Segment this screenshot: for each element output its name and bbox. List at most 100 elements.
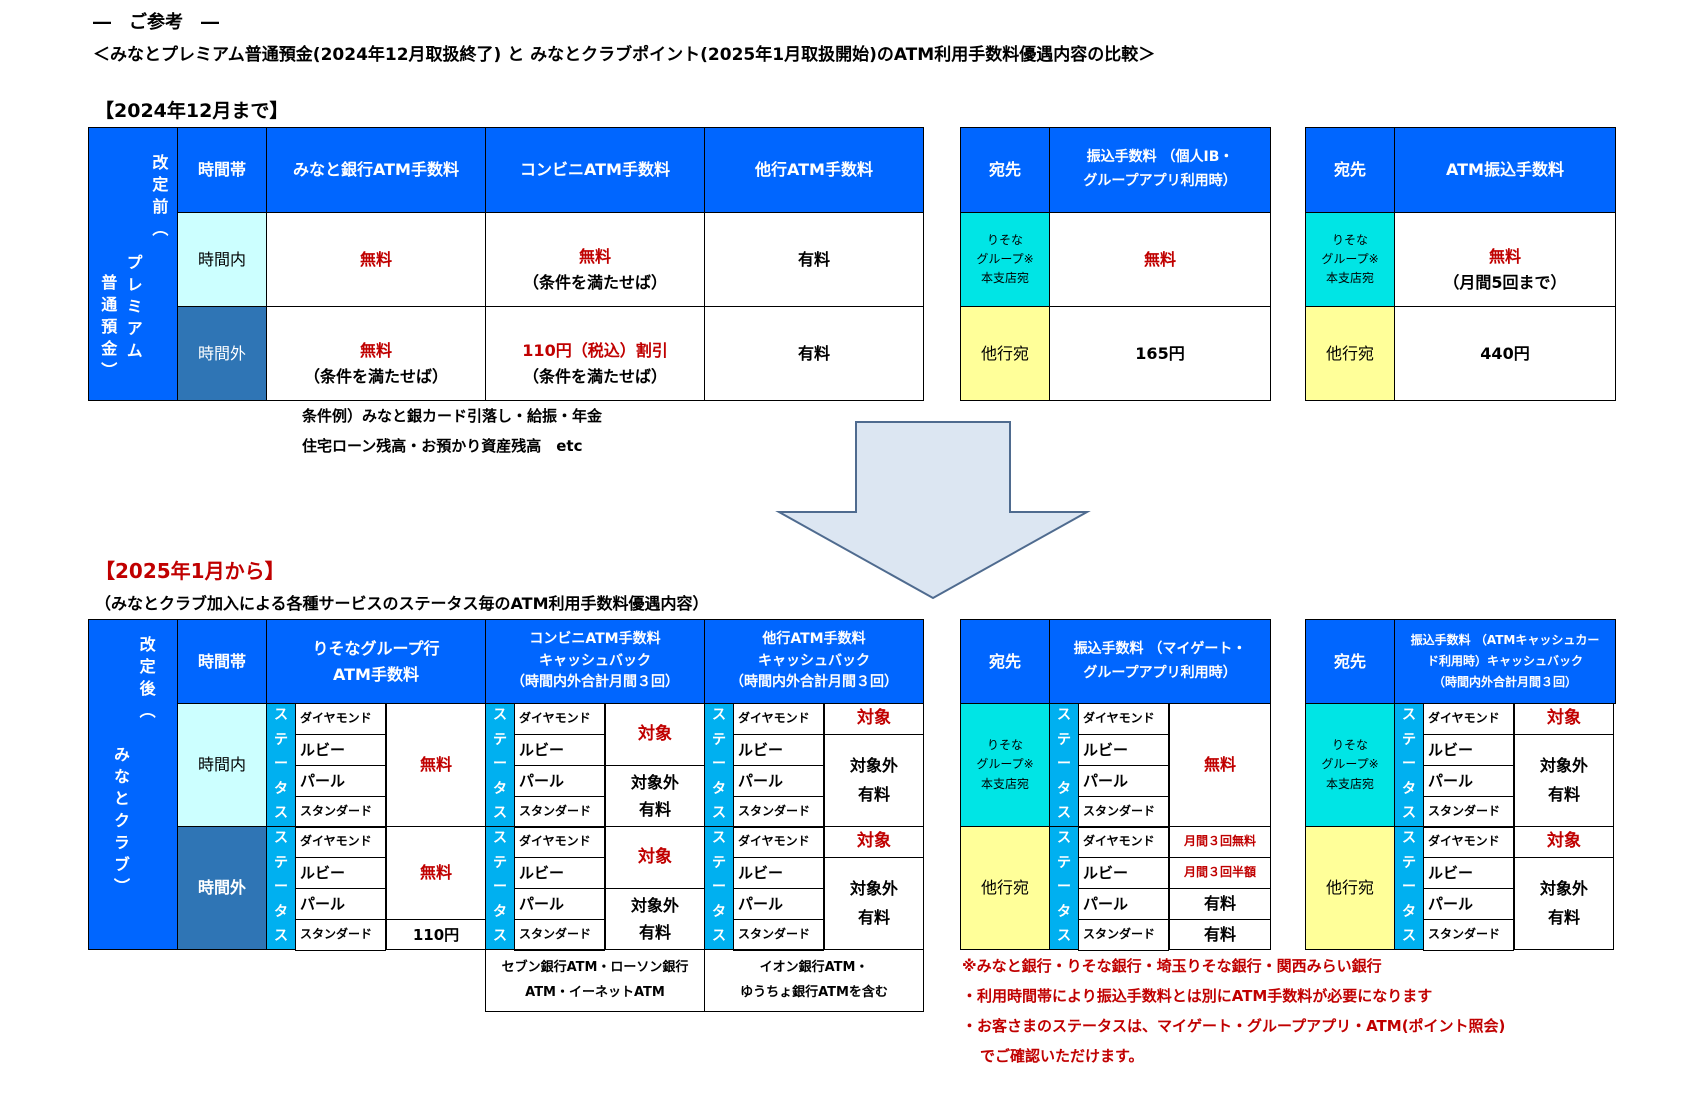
t2-out-diamond: 月間３回無料 [1169, 826, 1271, 858]
status-char: タ [712, 780, 726, 797]
t2-in-status-label: ステータス [1049, 703, 1079, 827]
status-char: ス [274, 830, 288, 847]
footnote-1: ※みなと銀行・りそな銀行・埼玉りそな銀行・関西みらい銀行 [962, 957, 1382, 975]
nontarget-text: 対象外 [630, 772, 679, 792]
other-header-b: キャッシュバック [758, 652, 870, 669]
conv-out-status-1: ルビー [514, 857, 605, 889]
t3-in-status-label: ステータス [1394, 703, 1424, 827]
free-text: 無料 [359, 249, 392, 269]
resona-in-status-label: ステータス [266, 703, 296, 827]
minato-in: 無料 [266, 212, 486, 307]
resona-c: 本支店宛 [980, 271, 1029, 286]
conv-in-nontarget: 対象外有料 [605, 765, 705, 827]
status-char: テ [274, 854, 288, 871]
resona-b: グループ※ [976, 251, 1034, 266]
discount-text: 110円（税込）割引 [522, 340, 668, 360]
condition-note-2: 住宅ローン残高・お預かり資産残高 etc [302, 437, 583, 455]
t3-in-status-1: ルビー [1423, 734, 1514, 766]
status-char: ー [493, 879, 507, 896]
after-header-conv: コンビニATM手数料キャッシュバック（時間内外合計月間３回） [485, 619, 705, 704]
minato-out: 無料（条件を満たせば） [266, 306, 486, 401]
other-note-a: イオン銀行ATM・ [759, 959, 869, 975]
other-in-nontarget: 対象外有料 [824, 734, 924, 827]
status-char: タ [1402, 780, 1416, 797]
status-char: タ [712, 903, 726, 920]
conv-in: 無料（条件を満たせば） [485, 212, 705, 307]
resona-out-value: 無料 [386, 826, 486, 920]
other-out-target: 対象 [824, 826, 924, 858]
resona-out-status-0: ダイヤモンド [295, 826, 386, 858]
resona-b: グループ※ [1321, 757, 1379, 772]
nontarget-text: 対象外 [849, 755, 898, 775]
other-out-nontarget: 対象外有料 [824, 857, 924, 950]
other-header-a: 他行ATM手数料 [762, 630, 866, 647]
status-char: ス [493, 804, 507, 821]
conv-in-status-1: ルビー [514, 734, 605, 766]
status-char: ス [493, 927, 507, 944]
after-t2-resona-dest: りそなグループ※本支店宛 [960, 703, 1050, 827]
other-out-status-1: ルビー [733, 857, 824, 889]
status-char: テ [1057, 854, 1071, 871]
resona-in-value: 無料 [386, 703, 486, 827]
t3-fee-a: 振込手数料 （ATMキャッシュカー [1410, 633, 1600, 647]
t2-in-value: 無料 [1169, 703, 1271, 827]
conv-in-status-0: ダイヤモンド [514, 703, 605, 735]
paid-text: 有料 [638, 800, 671, 819]
t3-in-nontarget: 対象外有料 [1514, 734, 1614, 827]
t2-fee-a: 振込手数料 （マイゲート・ [1073, 640, 1247, 657]
reference-heading: ― ご参考 ― [93, 12, 219, 33]
other-in-target: 対象 [824, 703, 924, 735]
status-char: ス [1057, 927, 1071, 944]
condition-text: （条件を満たせば） [522, 366, 667, 386]
resona-b: グループ※ [976, 757, 1034, 772]
t3-other-dest: 他行宛 [1305, 306, 1395, 401]
resona-out-status-1: ルビー [295, 857, 386, 889]
resona-in-status-0: ダイヤモンド [295, 703, 386, 735]
t3-out-status-1: ルビー [1423, 857, 1514, 889]
t3-out-nontarget: 対象外有料 [1514, 857, 1614, 950]
status-char: ー [493, 756, 507, 773]
after-t3-other-dest: 他行宛 [1305, 826, 1395, 950]
after-side-label: みなとクラブ） 改定後（ [88, 619, 178, 950]
status-char: ス [1402, 707, 1416, 724]
other-in-status-1: ルビー [733, 734, 824, 766]
free-text: 無料 [359, 340, 392, 360]
header-other-atm: 他行ATM手数料 [704, 127, 924, 213]
resona-out-standard: 110円 [386, 919, 486, 950]
conv-out-status-label: ステータス [485, 826, 515, 950]
t3-in-target-text: 対象 [1547, 708, 1581, 729]
footnote-4: でご確認いただけます。 [980, 1047, 1144, 1065]
t2-out-standard: 有料 [1169, 919, 1271, 950]
paid-text: 有料 [797, 343, 830, 363]
other-in-target-text: 対象 [857, 708, 891, 729]
status-char: テ [1402, 731, 1416, 748]
resona-out-status-3: スタンダード [295, 919, 386, 951]
t2-out-ruby-text: 月間３回半額 [1183, 865, 1256, 880]
side-text-a: 改定後（ [136, 636, 156, 724]
conv-in-target-text: 対象 [638, 723, 672, 744]
status-char: ス [274, 927, 288, 944]
free-text: 無料 [1488, 246, 1521, 266]
other-in-status-label: ステータス [704, 703, 734, 827]
header-minato-atm: みなと銀行ATM手数料 [266, 127, 486, 213]
status-char: ス [274, 707, 288, 724]
other-in-status-0: ダイヤモンド [733, 703, 824, 735]
other-header-c: （時間内外合計月間３回） [730, 674, 898, 691]
status-char: ス [712, 927, 726, 944]
status-char: ー [1402, 756, 1416, 773]
resona-c: 本支店宛 [1325, 776, 1374, 791]
paid-text: 有料 [1547, 784, 1580, 804]
conv-note-a: セブン銀行ATM・ローソン銀行 [501, 959, 689, 975]
t3-out-status-0: ダイヤモンド [1423, 826, 1514, 858]
after-row-in: 時間内 [177, 703, 267, 827]
side-text-b: プレミアム [123, 254, 143, 364]
t3-in-status-3: スタンダード [1423, 796, 1514, 828]
after-t2-other-dest: 他行宛 [960, 826, 1050, 950]
t2-out-pearl: 有料 [1169, 888, 1271, 920]
t2-header-dest: 宛先 [960, 127, 1050, 213]
t2-header-fee: 振込手数料 （個人IB・グループアプリ利用時） [1049, 127, 1271, 213]
other-out-status-0: ダイヤモンド [733, 826, 824, 858]
before-title: 【2024年12月まで】 [95, 100, 289, 122]
t2-fee-b: グループアプリ利用時） [1083, 664, 1237, 681]
